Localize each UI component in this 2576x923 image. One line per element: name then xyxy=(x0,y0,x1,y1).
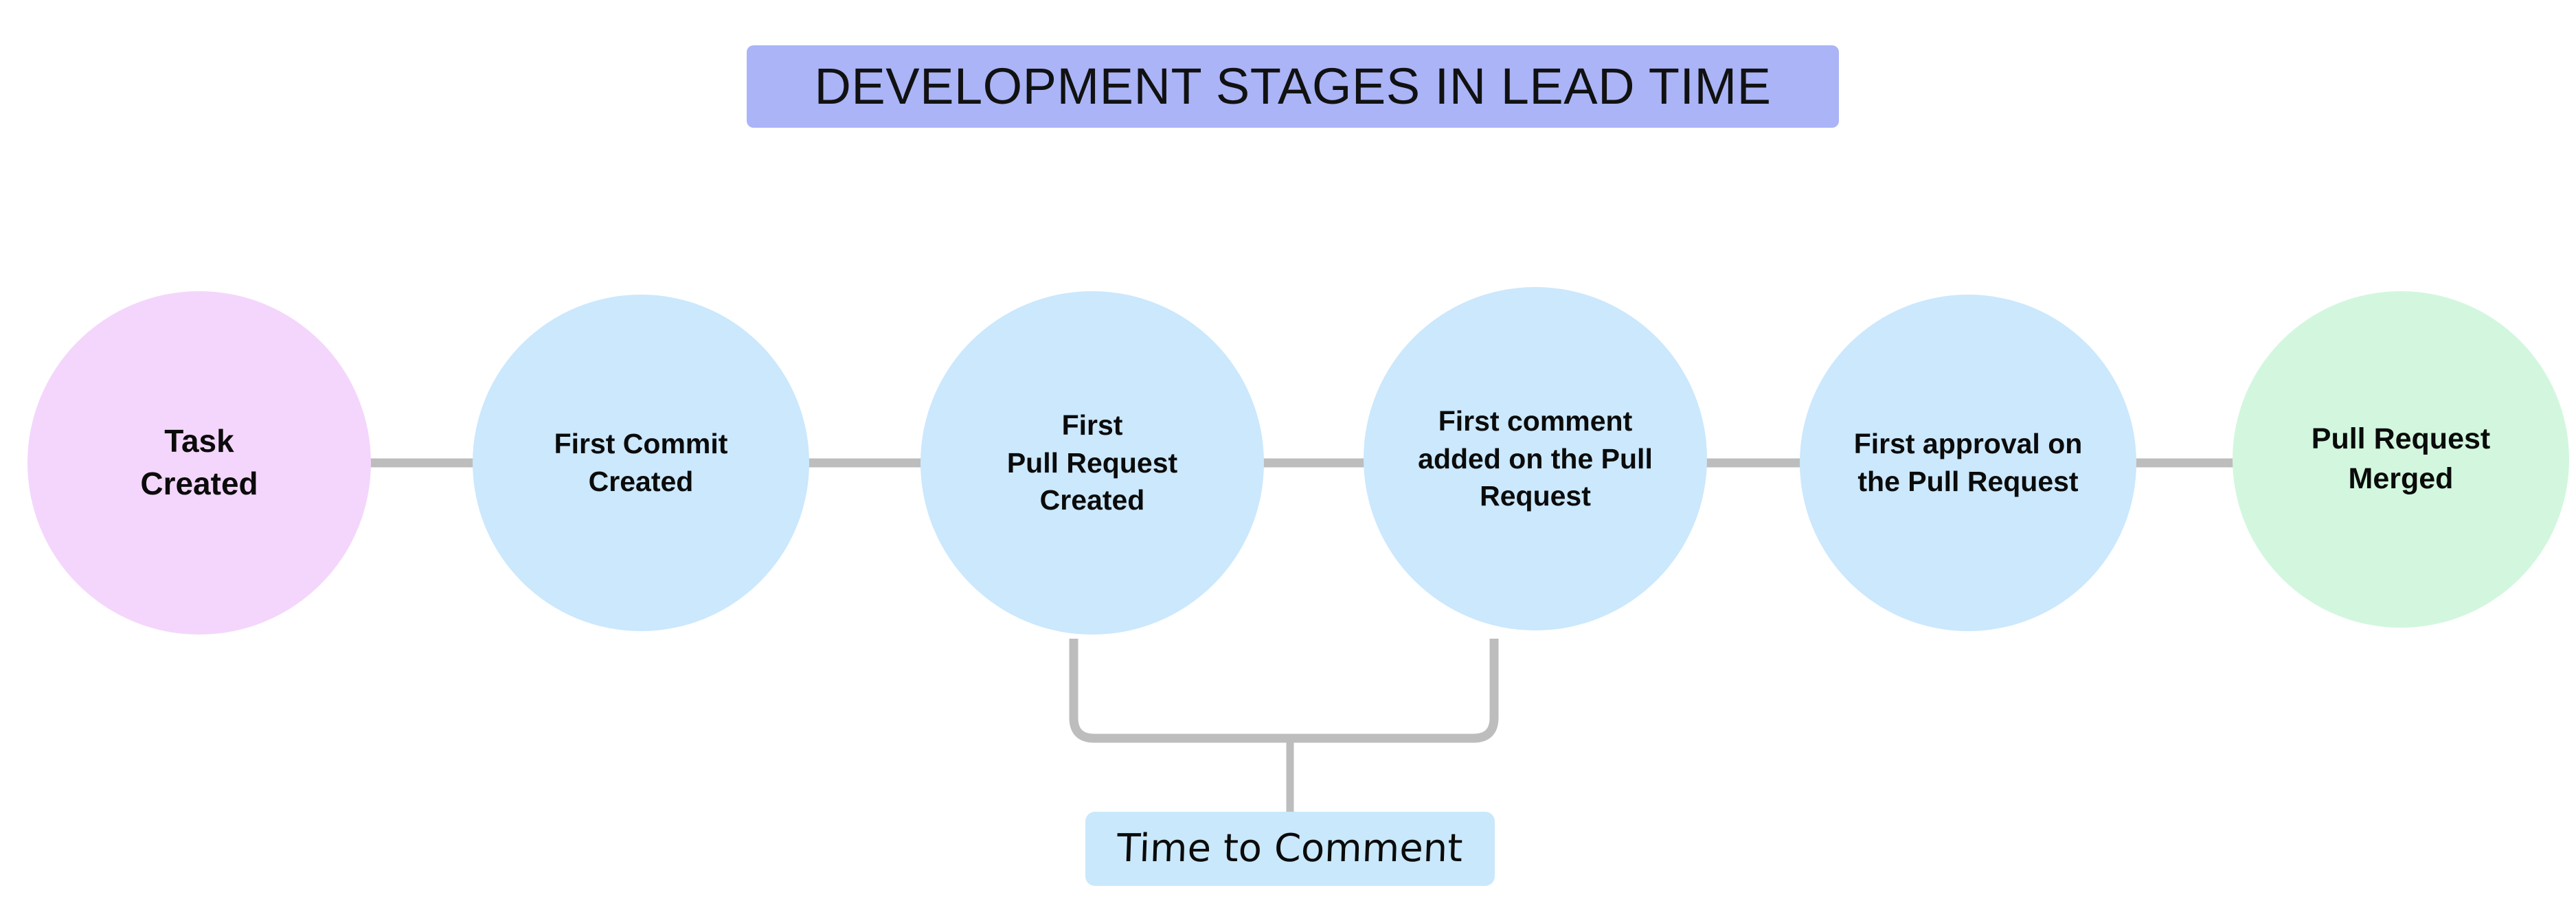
annotation-pill-time-to-comment[interactable]: Time to Comment xyxy=(1085,812,1495,886)
stage-label-first-commit: First Commit Created xyxy=(554,428,728,497)
annotation-label: Time to Comment xyxy=(1116,826,1464,871)
stage-label-first-approval: First approval on the Pull Request xyxy=(1853,428,2083,497)
stage-node-task-created[interactable]: Task Created xyxy=(27,291,371,635)
stage-node-first-comment[interactable]: First comment added on the Pull Request xyxy=(1364,287,1707,630)
stage-node-first-approval[interactable]: First approval on the Pull Request xyxy=(1800,295,2136,631)
diagram-title-text: DEVELOPMENT STAGES IN LEAD TIME xyxy=(814,58,1772,115)
stage-node-first-pr-created[interactable]: First Pull Request Created xyxy=(920,291,1264,635)
diagram-title-band: DEVELOPMENT STAGES IN LEAD TIME xyxy=(747,45,1839,128)
annotation-bracket xyxy=(1069,639,1499,743)
stage-node-first-commit[interactable]: First Commit Created xyxy=(473,295,809,631)
stage-label-task-created: Task Created xyxy=(140,423,258,501)
stage-node-pr-merged[interactable]: Pull Request Merged xyxy=(2233,291,2569,628)
stage-label-first-comment: First comment added on the Pull Request xyxy=(1418,404,1653,512)
stage-label-first-pr-created: First Pull Request Created xyxy=(1006,409,1178,516)
stage-label-pr-merged: Pull Request Merged xyxy=(2311,422,2491,495)
